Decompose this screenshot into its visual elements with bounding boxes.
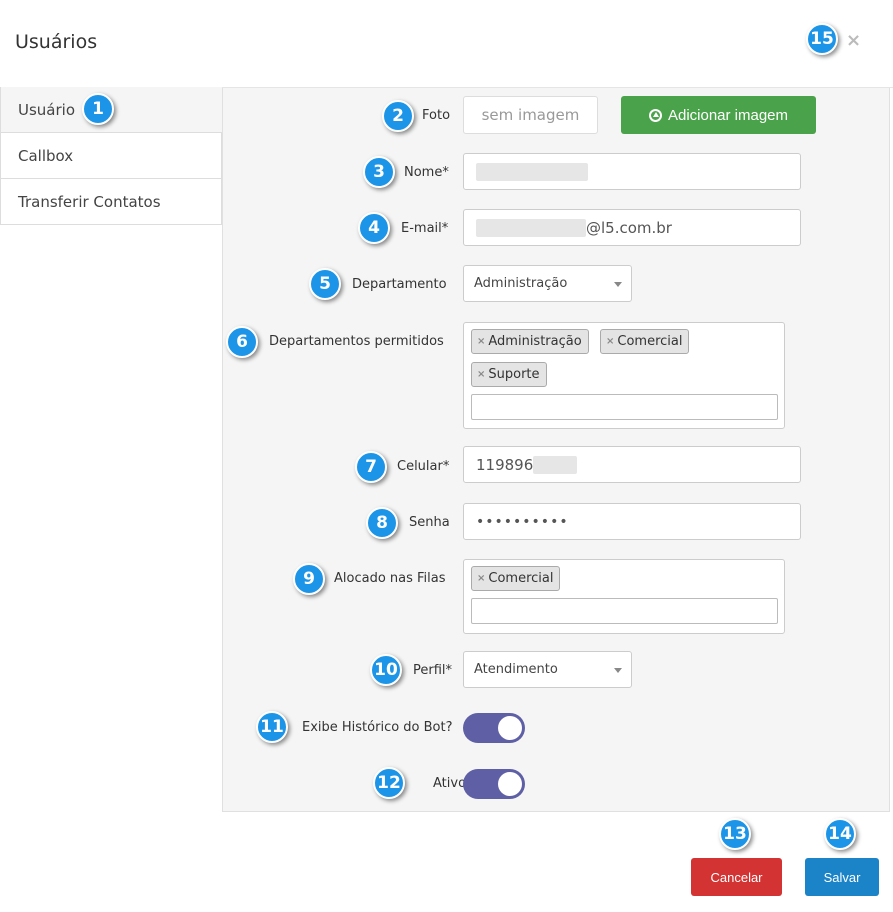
toggle-knob [498,716,522,740]
callout-badge-6: 6 [226,326,258,358]
departamento-value: Administração [474,276,568,291]
foto-label: Foto [422,108,451,123]
remove-tag-icon[interactable]: × [477,336,486,347]
header-divider [0,87,893,88]
callout-badge-3: 3 [363,156,395,188]
tag-comercial: × Comercial [471,566,561,591]
tag-administracao: × Administração [471,329,589,354]
callout-badge-2: 2 [382,100,414,132]
alocado-filas-label: Alocado nas Filas [334,571,446,586]
tag-label: Suporte [488,367,540,382]
perfil-value: Atendimento [474,662,558,677]
perfil-select[interactable]: Atendimento [463,651,632,688]
upload-icon [648,108,662,122]
callout-badge-11: 11 [256,711,288,743]
ativo-toggle[interactable] [463,769,525,799]
senha-value: •••••••••• [476,513,569,530]
perfil-label: Perfil* [413,663,453,678]
sidebar-item-callbox[interactable]: Callbox [0,133,222,179]
close-icon[interactable]: × [846,30,862,51]
redacted-value [533,455,578,474]
departamentos-permitidos-label: Departamentos permitidos [269,334,444,349]
callout-badge-15: 15 [806,23,838,55]
remove-tag-icon[interactable]: × [477,369,486,380]
tag-label: Comercial [488,571,554,586]
callout-badge-4: 4 [358,212,390,244]
save-button[interactable]: Salvar [805,858,879,896]
callout-badge-5: 5 [309,268,341,300]
nome-label: Nome* [404,165,449,180]
departamento-label: Departamento [352,277,447,292]
callout-badge-12: 12 [373,767,405,799]
email-input[interactable]: @l5.com.br [463,209,801,246]
callout-badge-7: 7 [355,451,387,483]
celular-input[interactable]: 119896 [463,446,801,483]
add-image-button[interactable]: Adicionar imagem [621,96,816,134]
sidebar-item-transferir-contatos[interactable]: Transferir Contatos [0,179,222,225]
celular-label: Celular* [397,459,450,474]
redacted-value [476,218,586,237]
sidebar-item-label: Callbox [18,146,74,165]
nome-input[interactable] [463,153,801,190]
chevron-down-icon [614,282,622,287]
email-label: E-mail* [401,221,449,236]
add-image-label: Adicionar imagem [667,106,789,124]
remove-tag-icon[interactable]: × [477,573,486,584]
filas-search-input[interactable] [471,598,778,624]
senha-input[interactable]: •••••••••• [463,503,801,540]
callout-badge-10: 10 [370,654,402,686]
sidebar-item-label: Usuário [18,100,76,119]
remove-tag-icon[interactable]: × [606,336,615,347]
departamentos-permitidos-multiselect[interactable]: × Administração × Comercial × Suporte [463,322,785,429]
image-preview: sem imagem [463,96,598,134]
redacted-value [476,162,588,181]
callout-badge-13: 13 [719,818,751,850]
chevron-down-icon [614,668,622,673]
departamentos-search-input[interactable] [471,394,778,420]
callout-badge-9: 9 [293,563,325,595]
tag-label: Administração [488,334,582,349]
tag-suporte: × Suporte [471,362,547,387]
tag-comercial: × Comercial [600,329,690,354]
email-suffix: @l5.com.br [586,218,672,237]
ativo-label: Ativo [433,776,467,791]
alocado-filas-multiselect[interactable]: × Comercial [463,559,785,634]
cancel-button[interactable]: Cancelar [691,858,782,896]
callout-badge-14: 14 [824,818,856,850]
sidebar-item-label: Transferir Contatos [18,192,161,211]
departamento-select[interactable]: Administração [463,265,632,302]
tag-label: Comercial [617,334,683,349]
exibe-historico-toggle[interactable] [463,713,525,743]
callout-badge-8: 8 [366,507,398,539]
callout-badge-1: 1 [82,93,114,125]
sidebar: Usuário Callbox Transferir Contatos [0,87,222,225]
exibe-historico-label: Exibe Histórico do Bot? [302,720,453,735]
senha-label: Senha [409,515,450,530]
toggle-knob [498,772,522,796]
modal-title: Usuários [15,31,98,53]
celular-value: 119896 [476,455,534,474]
